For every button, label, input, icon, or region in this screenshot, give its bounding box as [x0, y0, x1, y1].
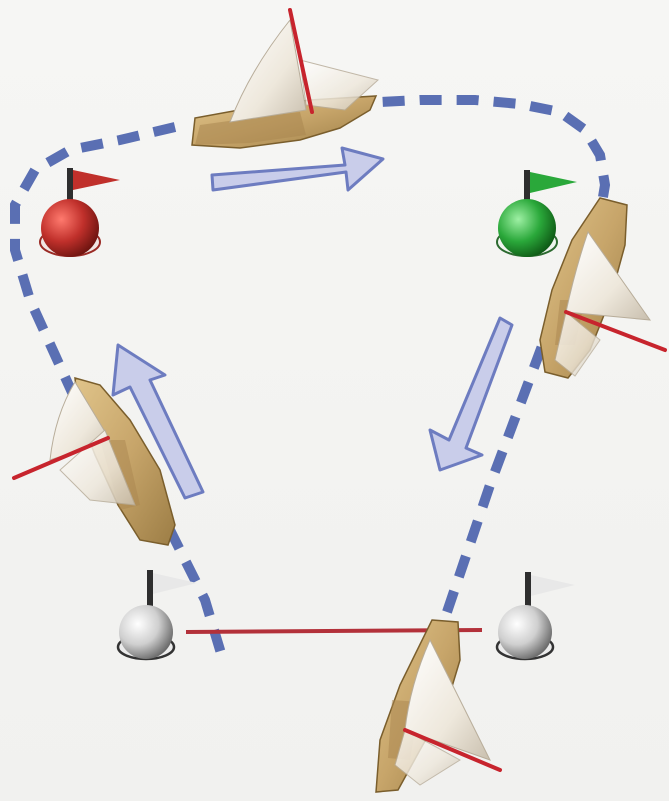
green-mark-buoy: [497, 170, 577, 257]
direction-arrow-right: [430, 318, 512, 470]
sailboat-right: [540, 198, 665, 378]
direction-arrow-top: [212, 148, 383, 190]
red-mark-buoy: [40, 168, 120, 257]
start-mark-left-buoy: [118, 570, 197, 659]
start-mark-right-buoy: [497, 572, 575, 659]
sailboat-bottom: [376, 620, 500, 792]
sailboat-top: [192, 10, 378, 148]
